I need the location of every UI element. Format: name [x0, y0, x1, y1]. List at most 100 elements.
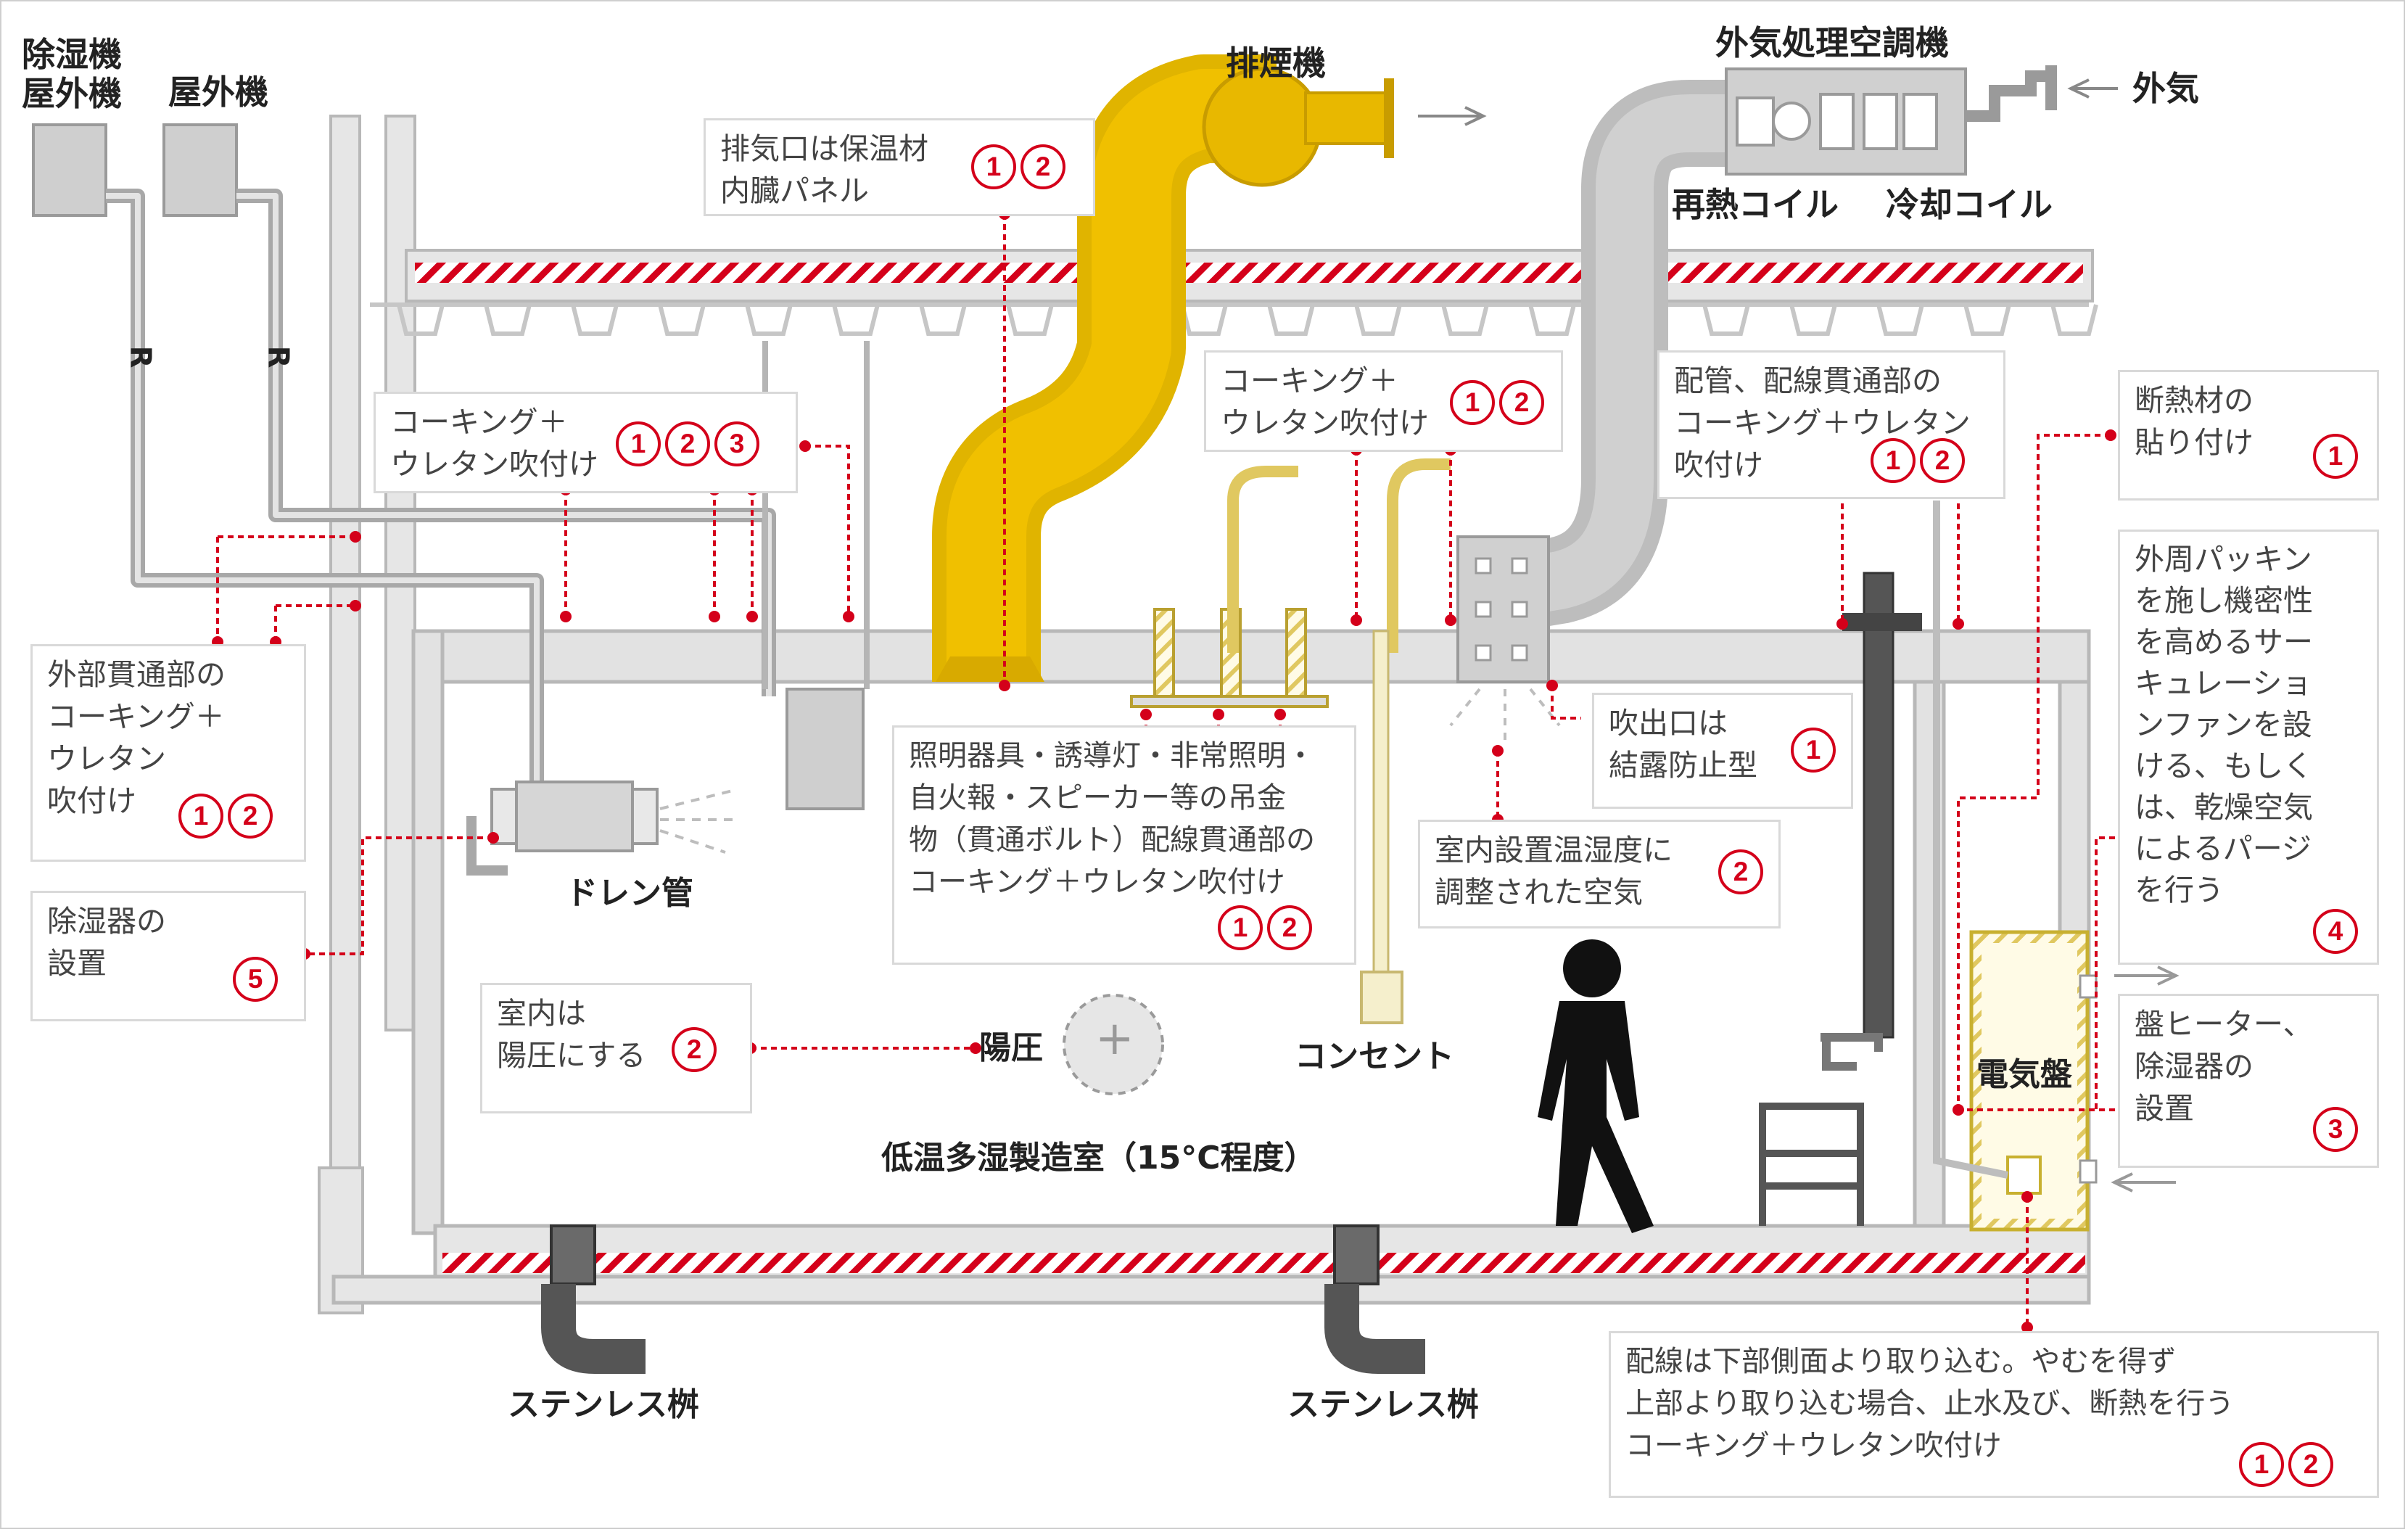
callout-numbers: 4	[2309, 909, 2358, 954]
stainless-basins	[541, 1224, 1425, 1374]
callout-indoor-air: 室内設置温湿度に 調整された空気 2	[1418, 820, 1781, 928]
panel-conduit	[1933, 501, 2008, 1179]
num-badge: 2	[665, 421, 710, 466]
label-drain-pipe: ドレン管	[566, 875, 693, 912]
num-badge: 4	[2313, 909, 2358, 954]
callout-panel-heater: 盤ヒーター、 除湿器の 設置 3	[2118, 994, 2379, 1168]
callout-outlet-condensation: 吹出口は 結露防止型 1	[1592, 693, 1853, 809]
callout-text: 吹出口は 結露防止型	[1609, 706, 1757, 783]
label-electrical-panel: 電気盤	[1976, 1056, 2072, 1093]
electrical-panel-shape	[1969, 930, 2098, 1232]
callout-numbers: 2	[1714, 849, 1763, 894]
airflow-lines	[659, 789, 733, 854]
num-badge: 2	[1499, 380, 1544, 425]
num-badge: 1	[2313, 434, 2358, 479]
num-badge: 2	[672, 1027, 717, 1072]
label-outlet: コンセント	[1295, 1038, 1454, 1075]
callout-text: 外周パッキン を施し機密性 を高めるサー キュレーショ ンファンを設 ける、もし…	[2135, 542, 2313, 907]
callout-numbers: 3	[2309, 1107, 2358, 1152]
callout-text: コーキング＋ ウレタン吹付け	[390, 405, 598, 482]
panel-arrows	[2111, 965, 2180, 1193]
callout-numbers: 5	[228, 957, 278, 1002]
label-dehumidifier-outdoor: 除湿機 屋外機	[22, 35, 122, 113]
supply-duct	[1456, 80, 1733, 683]
positive-pressure-circle	[1063, 994, 1164, 1095]
label-outside-air: 外気	[2132, 69, 2199, 108]
label-stainless-basin-2: ステンレス桝	[1287, 1386, 1479, 1423]
callout-dehumidifier: 除湿器の 設置 5	[30, 891, 306, 1021]
num-badge: 1	[1871, 438, 1916, 483]
outside-air-arrow	[2067, 78, 2118, 99]
num-badge: 1	[178, 794, 223, 839]
label-exhaust-fan: 排煙機	[1226, 44, 1326, 83]
callout-numbers: 1	[2309, 434, 2358, 479]
num-badge: 2	[228, 794, 273, 839]
num-badge: 3	[2313, 1107, 2358, 1152]
drain-pipe-line	[466, 816, 508, 876]
label-reheat-coil: 再熱コイル	[1672, 185, 1839, 224]
label-refrigerant-1: R	[123, 345, 157, 368]
deck-plate	[370, 302, 2098, 336]
callout-insulation: 断熱材の 貼り付け 1	[2118, 370, 2379, 501]
person-icon	[1538, 939, 1654, 1233]
callout-numbers: 2	[667, 1027, 717, 1072]
callout-outer-packing: 外周パッキン を施し機密性 を高めるサー キュレーショ ンファンを設 ける、もし…	[2118, 530, 2379, 965]
callout-text: 配管、配線貫通部の コーキング＋ウレタン 吹付け	[1674, 363, 1971, 482]
outdoor-units	[32, 123, 238, 217]
num-badge: 2	[1020, 144, 1065, 189]
outlet-conduit	[1360, 630, 1403, 1024]
refrigerant-pipes-inner	[106, 193, 772, 783]
exhaust-arrow	[1418, 106, 1487, 126]
callout-text: 配線は下部側面より取り込む。やむを得ず 上部より取り込む場合、止水及び、断熱を行…	[1625, 1345, 2235, 1462]
num-badge: 1	[616, 421, 661, 466]
callout-text: 盤ヒーター、 除湿器の 設置	[2135, 1007, 2313, 1126]
num-badge: 2	[2288, 1442, 2333, 1487]
num-badge: 1	[1791, 728, 1836, 773]
callout-text: 室内設置温湿度に 調整された空気	[1435, 833, 1673, 910]
callout-numbers: 1	[1786, 728, 1836, 773]
callout-text: 断熱材の 貼り付け	[2135, 383, 2254, 460]
callout-wiring: 配線は下部側面より取り込む。やむを得ず 上部より取り込む場合、止水及び、断熱を行…	[1609, 1331, 2379, 1498]
label-room: 低温多湿製造室（15°C程度）	[881, 1140, 1316, 1177]
callout-text: コーキング＋ ウレタン吹付け	[1221, 363, 1429, 440]
lighting-hangers	[1130, 458, 1451, 708]
stand	[1759, 1103, 1864, 1226]
room-envelope	[331, 629, 2091, 1305]
label-cooling-coil: 冷却コイル	[1886, 185, 2053, 224]
callout-text: 除湿器の 設置	[47, 904, 166, 981]
label-positive-pressure: 陽圧	[979, 1029, 1043, 1066]
diffuser-airflow	[1449, 688, 1561, 740]
callout-text: 排気口は保温材 内臓パネル	[720, 131, 928, 208]
label-stainless-basin-1: ステンレス桝	[508, 1386, 699, 1423]
num-badge: 2	[1920, 438, 1965, 483]
num-badge: 2	[1718, 849, 1763, 894]
floor-insulation	[442, 1253, 2085, 1273]
plus-icon: +	[1095, 1012, 1134, 1066]
label-outdoor-unit: 屋外機	[168, 73, 268, 112]
num-badge: 3	[714, 421, 759, 466]
upper-slab	[405, 249, 2094, 302]
num-badge: 2	[1267, 905, 1312, 950]
num-badge: 1	[2239, 1442, 2284, 1487]
dehumidifier-indoor-unit	[490, 688, 865, 852]
label-refrigerant-2: R	[261, 345, 295, 368]
callout-positive-room: 室内は 陽圧にする 2	[480, 983, 752, 1113]
callout-text: 室内は 陽圧にする	[497, 996, 646, 1073]
label-oa-handler: 外気処理空調機	[1715, 23, 1949, 62]
vertical-drain	[1821, 572, 1922, 1071]
callout-text: 外部貫通部の コーキング＋ ウレタン 吹付け	[47, 657, 226, 818]
exterior-wall-left	[318, 115, 416, 1314]
